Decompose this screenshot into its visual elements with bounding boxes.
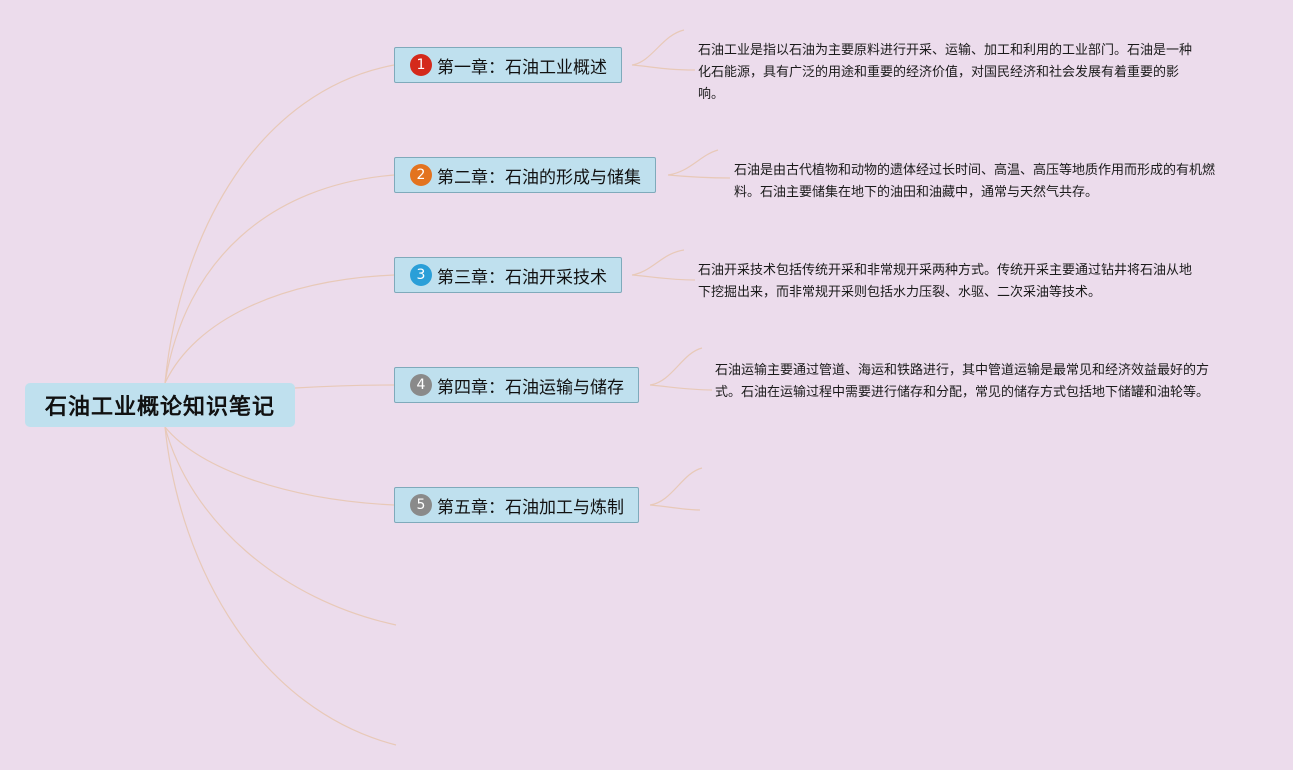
chapter-4-node[interactable]: 4 第四章：石油运输与储存 <box>394 367 639 403</box>
chapter-2-note: 石油是由古代植物和动物的遗体经过长时间、高温、高压等地质作用而形成的有机燃料。石… <box>734 163 1216 200</box>
chapter-3-note: 石油开采技术包括传统开采和非常规开采两种方式。传统开采主要通过钻井将石油从地下挖… <box>698 263 1193 300</box>
priority-4-icon: 4 <box>410 374 432 396</box>
connector-root-empty-2 <box>164 426 397 746</box>
chapter-2-node[interactable]: 2 第二章：石油的形成与储集 <box>394 157 656 193</box>
connector-chapter-1-note <box>631 29 696 71</box>
connector-root-chapter-3 <box>164 274 395 384</box>
connector-root-chapter-4 <box>294 384 395 389</box>
chapter-5-title: 第五章：石油加工与炼制 <box>437 497 624 518</box>
chapter-3-node[interactable]: 3 第三章：石油开采技术 <box>394 257 622 293</box>
connector-chapter-3-note <box>631 249 696 281</box>
connector-root-empty-1 <box>164 426 397 626</box>
connector-chapter-5-note <box>649 467 703 511</box>
connector-root-chapter-5 <box>164 426 395 506</box>
chapter-1-title: 第一章：石油工业概述 <box>437 57 607 78</box>
chapter-4-note: 石油运输主要通过管道、海运和铁路进行，其中管道运输是最常见和经济效益最好的方式。… <box>715 363 1210 400</box>
connector-chapter-2-note <box>667 149 731 179</box>
priority-5-icon: 5 <box>410 494 432 516</box>
chapter-5-node[interactable]: 5 第五章：石油加工与炼制 <box>394 487 639 523</box>
priority-3-icon: 3 <box>410 264 432 286</box>
chapter-3-title: 第三章：石油开采技术 <box>437 267 607 288</box>
connector-root-chapter-1 <box>164 64 395 384</box>
root-topic[interactable]: 石油工业概论知识笔记 <box>25 383 295 427</box>
chapter-1-note: 石油工业是指以石油为主要原料进行开采、运输、加工和利用的工业部门。石油是一种化石… <box>698 43 1193 102</box>
priority-1-icon: 1 <box>410 54 432 76</box>
priority-2-icon: 2 <box>410 164 432 186</box>
connector-root-chapter-2 <box>164 174 395 384</box>
root-title: 石油工业概论知识笔记 <box>44 395 275 420</box>
chapter-2-title: 第二章：石油的形成与储集 <box>437 167 641 188</box>
chapter-4-title: 第四章：石油运输与储存 <box>437 377 624 398</box>
chapter-1-node[interactable]: 1 第一章：石油工业概述 <box>394 47 622 83</box>
connector-chapter-4-note <box>649 347 713 391</box>
